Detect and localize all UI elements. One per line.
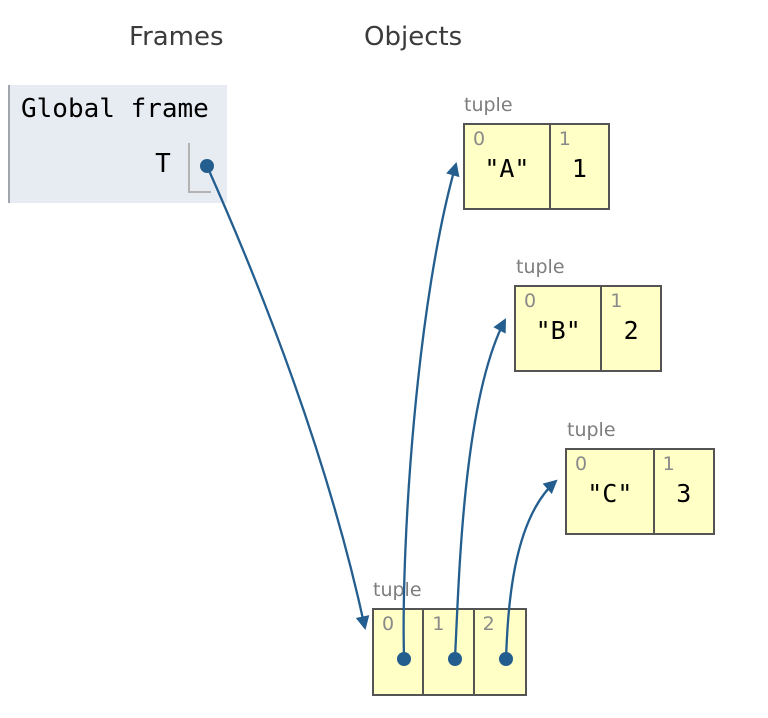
tuple-cell: 0 "B" [516,287,603,370]
global-frame-title: Global frame [21,94,209,124]
tuple-cell: 0 "A" [465,125,551,208]
cell-index: 0 [575,453,588,475]
cell-index: 1 [432,613,445,635]
cell-index: 1 [610,290,623,312]
tuple-cell-pointer: 1 [424,610,475,694]
tuple-cell: 1 3 [655,450,713,533]
tuple-box: 0 "A" 1 1 [463,123,610,210]
tuple-box: 0 "B" 1 2 [514,285,662,372]
pointer-arrow-t-to-main [205,165,370,631]
objects-heading: Objects [364,22,463,52]
tuple-cell: 1 1 [551,125,608,208]
tuple-cell: 0 "C" [567,450,655,533]
tuple-type-label: tuple [373,579,422,601]
cell-index: 1 [662,453,675,475]
cell-index: 1 [558,128,571,150]
tuple-type-label: tuple [567,419,616,441]
tuple-type-label: tuple [516,256,565,278]
cell-value: "B" [535,316,581,345]
tuple-box: 0 "C" 1 3 [565,448,715,535]
global-frame: Global frame T [8,85,227,203]
tuple-box: 0 1 2 [372,608,527,696]
cell-index: 0 [473,128,486,150]
cell-value: 3 [676,479,692,508]
cell-value: 2 [623,316,639,345]
tuple-cell: 1 2 [602,287,660,370]
cell-index: 2 [482,613,495,635]
cell-value: "A" [484,154,530,183]
cell-index: 0 [524,290,537,312]
cell-value: "C" [587,479,633,508]
variable-name-t: T [155,149,171,179]
tuple-cell-pointer: 0 [374,610,425,694]
cell-index: 0 [382,613,395,635]
cell-value: 1 [571,154,587,183]
frames-heading: Frames [129,22,224,52]
tuple-type-label: tuple [464,94,513,116]
tuple-cell-pointer: 2 [475,610,525,694]
